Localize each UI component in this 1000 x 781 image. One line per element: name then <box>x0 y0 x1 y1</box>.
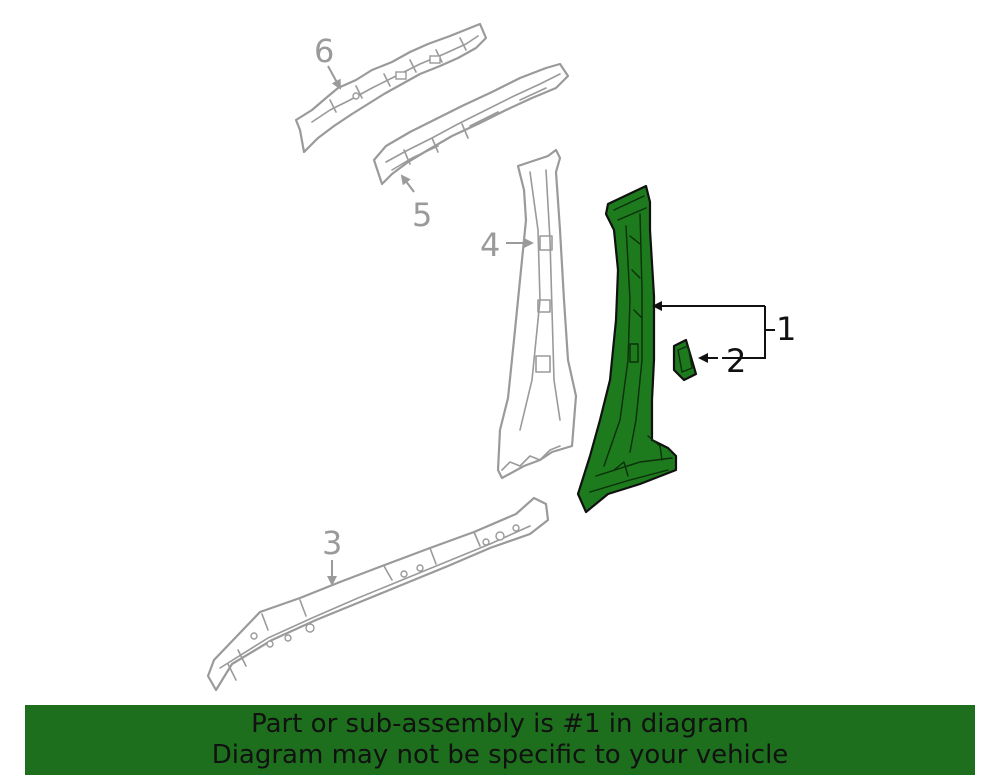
leader-lines <box>327 65 775 586</box>
part-4-pillar-inner <box>496 148 578 480</box>
callout-3: 3 <box>322 524 342 562</box>
banner-line-2: Diagram may not be specific to your vehi… <box>211 740 789 770</box>
part-2-patch <box>672 338 698 382</box>
part-3-rocker-sill <box>206 496 550 692</box>
part-6-rail-bracket <box>294 22 488 154</box>
leader-5 <box>400 174 415 193</box>
callout-6: 6 <box>314 32 334 70</box>
bracket-1 <box>722 306 766 359</box>
callout-5: 5 <box>412 196 432 234</box>
leader-6 <box>327 65 341 90</box>
part-1-pillar-reinforcement <box>576 184 678 514</box>
callout-1: 1 <box>776 310 796 348</box>
disclaimer-banner: Part or sub-assembly is #1 in diagram Di… <box>25 705 975 775</box>
banner-line-1: Part or sub-assembly is #1 in diagram <box>251 709 749 739</box>
callout-4: 4 <box>480 226 500 264</box>
callout-2: 2 <box>726 342 746 380</box>
part-5-roof-rail <box>372 62 570 186</box>
